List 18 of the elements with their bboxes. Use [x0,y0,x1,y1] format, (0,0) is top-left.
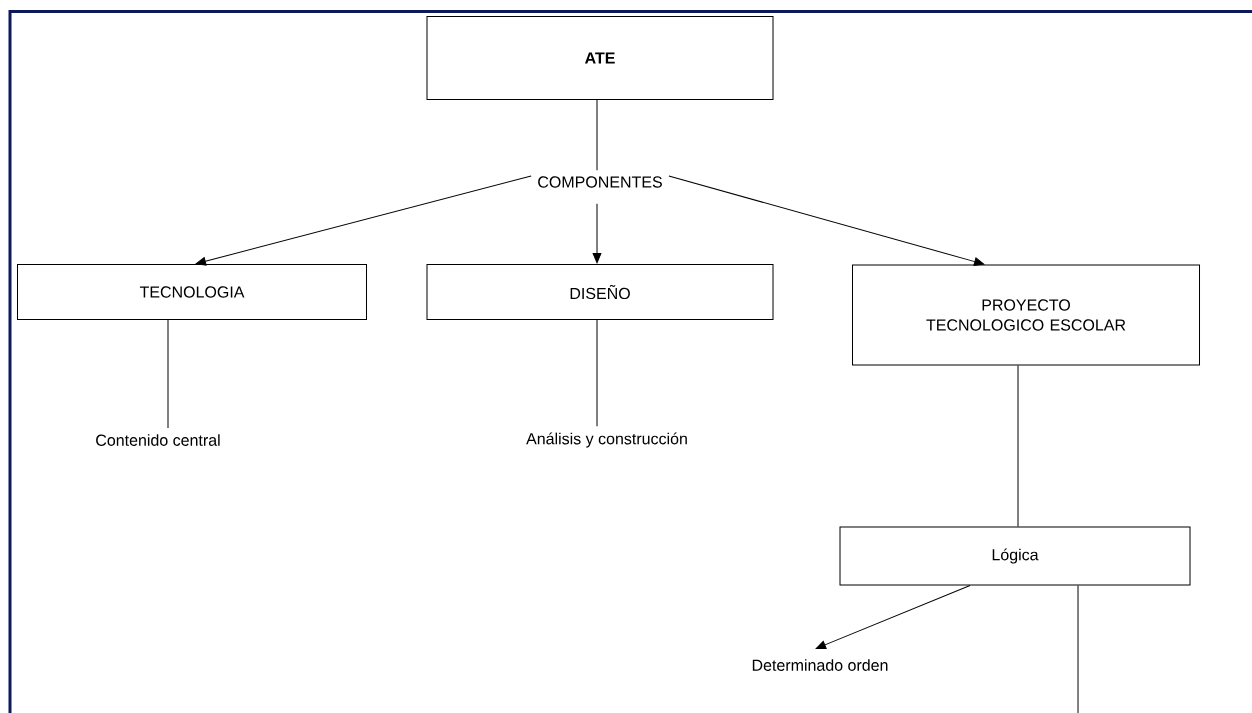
process-box: DISEÑO [426,264,774,320]
arrow [195,175,532,266]
heading-text: COMPONENTES [538,176,662,188]
arrow [815,585,971,650]
connector-line [596,319,598,427]
arrow [592,203,602,264]
node-text: Análisis y construcción [526,432,687,448]
connector-line [1017,365,1019,527]
process-box: TECNOLOGIA [17,264,367,320]
connector-line [596,99,598,171]
arrow [668,175,985,266]
process-box: PROYECTO TECNOLOGICO ESCOLAR [852,264,1200,366]
connector-line [167,319,169,429]
title-box: ATE [426,16,774,100]
connector-line [1077,585,1079,713]
node-text: Determinado orden [752,659,888,671]
node-text: Contenido central [96,434,220,446]
process-box: Lógica [839,526,1191,586]
